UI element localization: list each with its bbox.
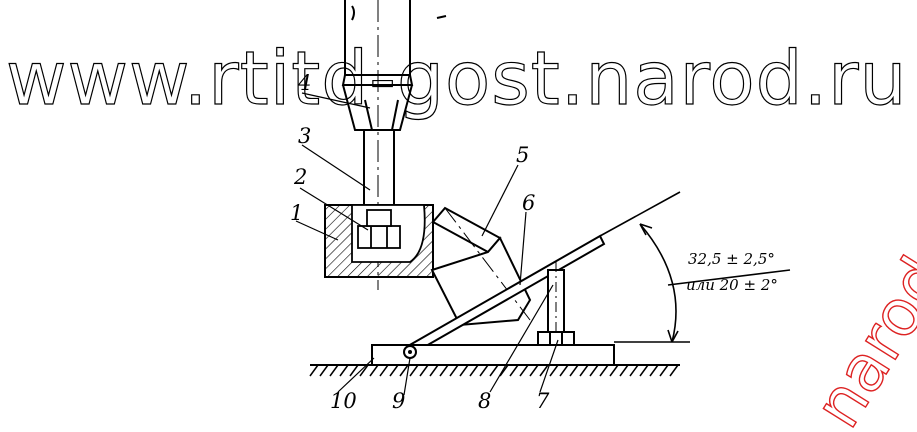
rod [363, 130, 395, 205]
angle-value-primary: 32,5 ± 2,5° [688, 250, 775, 268]
ground [309, 364, 680, 377]
spindle-holder [341, 0, 447, 290]
clamp-block [324, 204, 434, 278]
nut [357, 209, 401, 249]
angle-dimension [599, 191, 791, 343]
watermark-url: www.rtitd-gost.narod.ru [6, 36, 907, 122]
angle-value-alternative: или 20 ± 2° [686, 276, 778, 294]
watermark-corner: narod [801, 245, 917, 432]
leader-lines [295, 92, 559, 396]
specimen-tool [430, 206, 532, 327]
part-label-6: 6 [522, 191, 535, 215]
part-label-4: 4 [297, 71, 311, 95]
part-label-3: 3 [298, 124, 311, 148]
part-label-7: 7 [536, 389, 550, 413]
part-label-10: 10 [330, 389, 357, 413]
part-label-1: 1 [290, 201, 303, 225]
part-label-8: 8 [478, 389, 491, 413]
part-label-5: 5 [516, 143, 529, 167]
part-label-2: 2 [293, 165, 307, 189]
base-plate [371, 344, 615, 366]
part-label-9: 9 [392, 389, 405, 413]
